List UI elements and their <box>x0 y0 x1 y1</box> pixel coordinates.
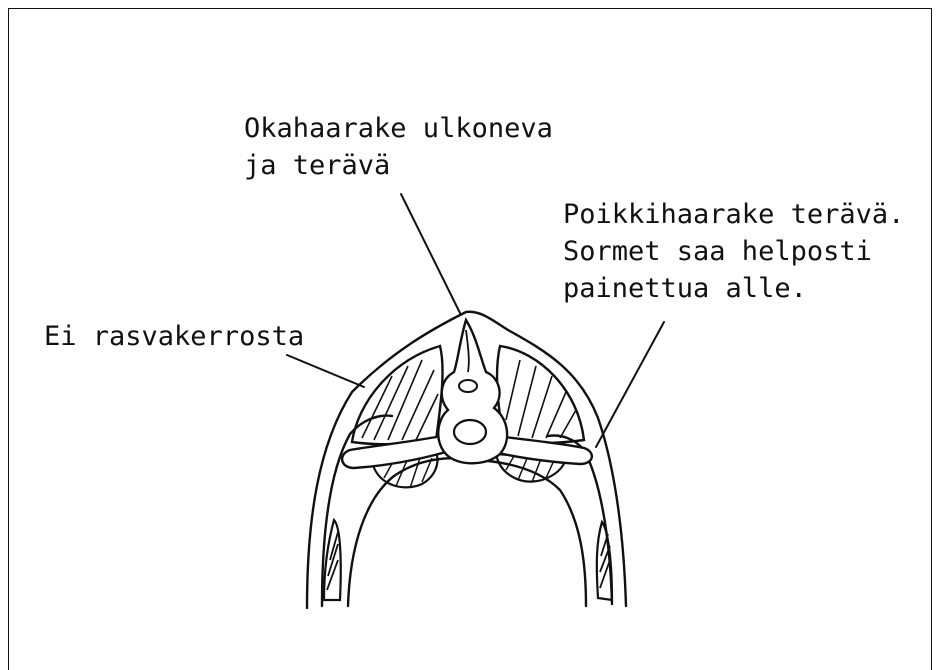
right-rib <box>597 522 612 600</box>
left-muscle-mass <box>352 346 443 444</box>
leader-line-fat <box>287 355 364 387</box>
label-line: painettua alle. <box>563 270 904 307</box>
label-transverse-process: Poikkihaarake terävä. Sormet saa helpost… <box>563 196 904 307</box>
label-line: Ei rasvakerrosta <box>44 318 304 355</box>
leader-line-transverse <box>596 322 664 447</box>
left-rib <box>324 520 341 600</box>
label-spinous-process: Okahaarake ulkoneva ja terävä <box>244 110 553 184</box>
label-line: ja terävä <box>244 147 553 184</box>
leader-line-spinous <box>401 194 460 313</box>
label-line: Okahaarake ulkoneva <box>244 110 553 147</box>
label-fat-layer: Ei rasvakerrosta <box>44 318 304 355</box>
right-muscle-mass <box>497 346 584 443</box>
label-line: Sormet saa helposti <box>563 233 904 270</box>
label-line: Poikkihaarake terävä. <box>563 196 904 233</box>
